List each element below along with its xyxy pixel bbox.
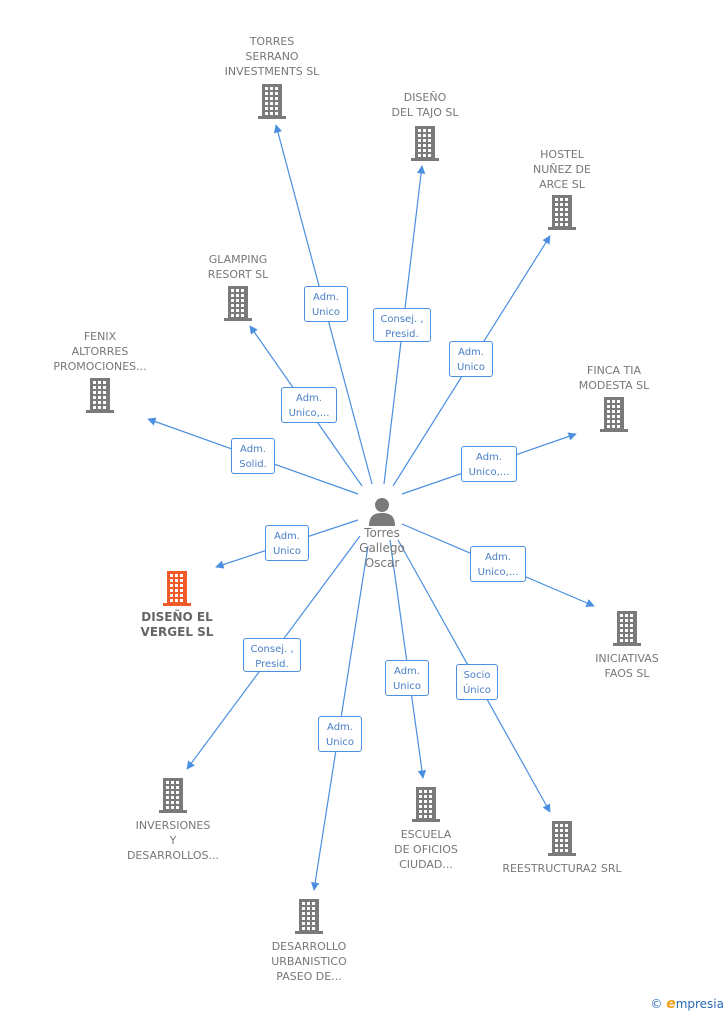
company-label: FINCA TIA MODESTA SL [578,364,650,392]
person-icon [369,498,395,526]
company-node-finca-tia[interactable]: FINCA TIA MODESTA SL [544,363,684,433]
company-label: GLAMPING RESORT SL [207,253,269,281]
role-badge-hostel-nunez: Adm. Unico [449,341,493,377]
role-badge-torres-serrano: Adm. Unico [304,286,348,322]
company-node-inversiones[interactable]: INVERSIONES Y DESARROLLOS... [103,778,243,863]
role-badge-glamping-resort: Adm. Unico,... [281,387,337,423]
brand-logo: © empresia [650,996,724,1012]
role-badge-iniciativas-faos: Adm. Unico,... [470,546,526,582]
building-icon [295,899,323,934]
role-badge-desarrollo: Adm. Unico [318,716,362,752]
brand-e: e [666,996,676,1012]
company-label: DESARROLLO URBANISTICO PASEO DE... [271,940,347,983]
building-icon [411,126,439,161]
company-node-diseno-del-tajo[interactable]: DISEÑO DEL TAJO SL [355,90,495,162]
link-escuela [389,539,427,779]
company-label: FENIX ALTORRES PROMOCIONES... [53,330,147,373]
company-label: REESTRUCTURA2 SRL [502,862,622,875]
building-icon [600,397,628,432]
company-label: DISEÑO EL VERGEL SL [140,610,214,639]
building-icon [613,611,641,646]
company-node-desarrollo[interactable]: DESARROLLO URBANISTICO PASEO DE... [239,899,379,984]
company-label: DISEÑO DEL TAJO SL [391,91,459,119]
building-icon [412,787,440,822]
brand-name: mpresia [675,997,724,1011]
company-node-torres-serrano[interactable]: TORRES SERRANO INVESTMENTS SL [202,34,342,120]
building-icon [159,778,187,813]
copyright-symbol: © [650,997,663,1011]
building-icon [163,571,191,606]
building-icon [86,378,114,413]
building-icon [548,195,576,230]
role-badge-diseno-el-vergel: Adm. Unico [265,525,309,561]
company-label: TORRES SERRANO INVESTMENTS SL [224,35,320,78]
company-node-glamping-resort[interactable]: GLAMPING RESORT SL [168,252,308,322]
company-label: ESCUELA DE OFICIOS CIUDAD... [394,828,458,871]
center-person[interactable]: Torres Gallego Oscar [337,496,427,571]
company-node-hostel-nunez[interactable]: HOSTEL NUÑEZ DE ARCE SL [492,147,632,231]
role-badge-escuela: Adm. Unico [385,660,429,696]
company-label: HOSTEL NUÑEZ DE ARCE SL [533,148,591,191]
person-name: Torres Gallego Oscar [359,526,405,570]
role-badge-reestructura2: Socio Único [456,664,498,700]
role-badge-finca-tia: Adm. Unico,... [461,446,517,482]
company-node-iniciativas-faos[interactable]: INICIATIVAS FAOS SL [557,611,697,681]
company-label: INVERSIONES Y DESARROLLOS... [126,819,220,862]
company-node-escuela[interactable]: ESCUELA DE OFICIOS CIUDAD... [356,787,496,872]
building-icon [258,84,286,119]
role-badge-diseno-del-tajo: Consej. , Presid. [373,308,431,342]
building-icon [548,821,576,856]
building-icon [224,286,252,321]
company-label: INICIATIVAS FAOS SL [595,652,659,680]
company-node-fenix-altorres[interactable]: FENIX ALTORRES PROMOCIONES... [30,329,170,414]
company-node-reestructura2[interactable]: REESTRUCTURA2 SRL [492,821,632,876]
role-badge-fenix-altorres: Adm. Solid. [231,438,275,474]
role-badge-inversiones: Consej. , Presid. [243,638,301,672]
company-node-diseno-el-vergel[interactable]: DISEÑO EL VERGEL SL [107,571,247,640]
